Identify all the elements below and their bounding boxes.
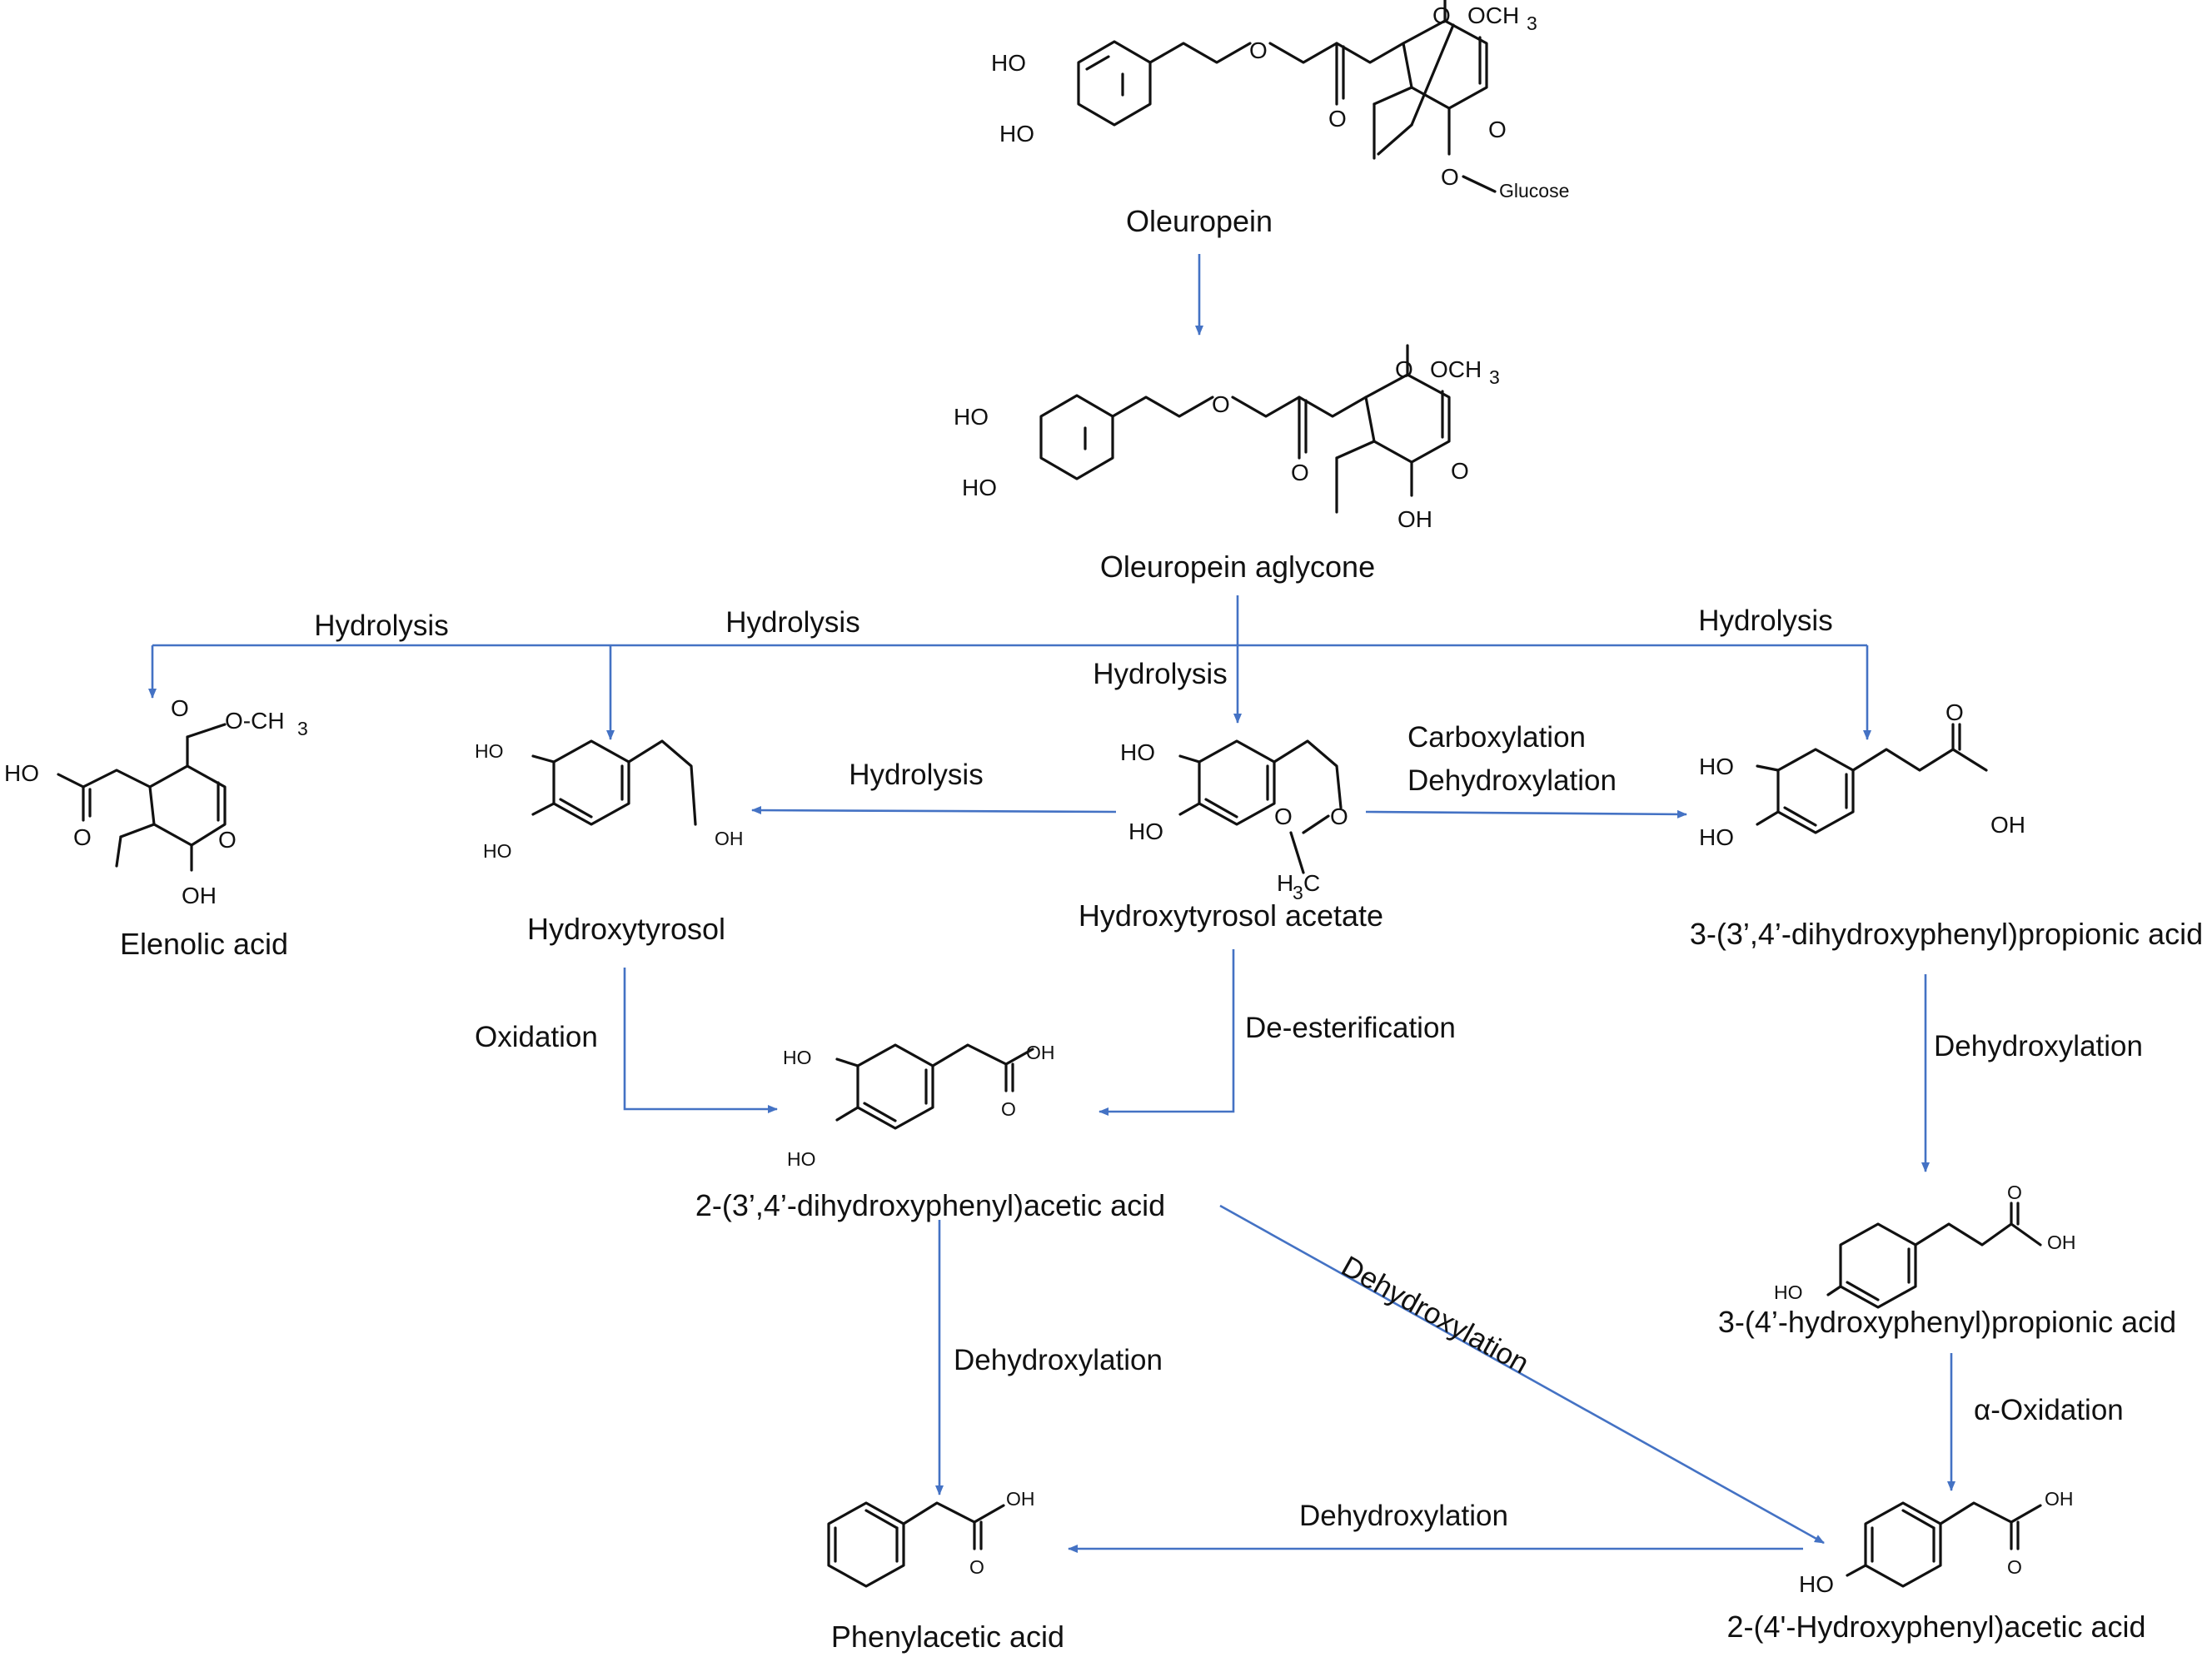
compound-name-dhppa: 3-(3’,4’-dihydroxyphenyl)propionic acid xyxy=(1690,917,2203,951)
dhpaa-carbonyl-o: O xyxy=(1001,1098,1016,1120)
compound-name-oleuropein: Oleuropein xyxy=(1126,204,1273,238)
oleuropein-glucoside-o: O xyxy=(1441,164,1459,190)
elenolic-ho: HO xyxy=(4,760,39,786)
hpaa-oh: OH xyxy=(2045,1488,2074,1510)
oleuropein-glucose: Glucose xyxy=(1499,180,1569,202)
compound-name-hppa: 3-(4’-hydroxyphenyl)propionic acid xyxy=(1718,1305,2176,1339)
dhpaa-ho-top: HO xyxy=(783,1047,812,1068)
aglycone-ho-bottom: HO xyxy=(962,475,997,500)
hppa-carbonyl-o: O xyxy=(2007,1182,2022,1203)
aglycone-och3: OCH xyxy=(1430,356,1482,382)
acetate-carbonyl-o: O xyxy=(1274,804,1293,829)
dhppa-ho-top: HO xyxy=(1699,754,1734,779)
acetate-ho-bottom: HO xyxy=(1128,819,1163,844)
hydroxytyrosol-ho-top: HO xyxy=(475,740,504,762)
reaction-dehydroxylation-down: Dehydroxylation xyxy=(954,1344,1163,1376)
oleuropein-structure: HO HO O O O OCH 3 O O Glucose xyxy=(991,0,1569,202)
elenolic-carbonyl-o: O xyxy=(73,824,92,850)
acetate-h3c-c: C xyxy=(1303,870,1320,896)
oleuropein-och3: OCH xyxy=(1467,2,1519,28)
aglycone-ho-top: HO xyxy=(954,404,989,430)
hpaa-structure: HO O OH xyxy=(1799,1488,2074,1597)
acetate-h3c-sub: 3 xyxy=(1293,882,1303,903)
hpaa-ho: HO xyxy=(1799,1571,1834,1597)
reaction-hydrolysis-hydroxytyrosol: Hydrolysis xyxy=(725,606,859,639)
arrow-hydroxytyrosol-oxidation xyxy=(623,968,778,1113)
oleuropein-ho-top: HO xyxy=(991,50,1026,76)
arrows xyxy=(148,254,1955,1553)
acetate-h3c: H xyxy=(1277,870,1293,896)
reaction-oxidation: Oxidation xyxy=(475,1021,598,1053)
hppa-ho: HO xyxy=(1774,1281,1803,1303)
compound-name-hpaa: 2-(4'-Hydroxyphenyl)acetic acid xyxy=(1726,1610,2145,1644)
reaction-de-esterification: De-esterification xyxy=(1245,1012,1456,1044)
arrow-acetate-to-hydroxytyrosol xyxy=(751,806,1117,815)
oleuropein-ester-o: O xyxy=(1249,37,1268,63)
compound-name-elenolic-acid: Elenolic acid xyxy=(120,927,288,961)
compound-names: Oleuropein Oleuropein aglycone Elenolic … xyxy=(120,204,2203,1654)
dhppa-ho-bottom: HO xyxy=(1699,824,1734,850)
phenylacetic-structure: O OH xyxy=(827,1488,1035,1588)
dhppa-structure: HO HO O OH xyxy=(1699,699,2025,850)
hppa-oh: OH xyxy=(2047,1232,2076,1253)
dhppa-oh: OH xyxy=(1990,812,2025,838)
reaction-hydrolysis-right: Hydrolysis xyxy=(1698,605,1832,637)
elenolic-och3: O-CH xyxy=(225,708,285,734)
aglycone-ester-o: O xyxy=(1212,391,1230,417)
dhpaa-structure: HO HO O OH xyxy=(783,1042,1055,1170)
reaction-hydrolysis-acetate: Hydrolysis xyxy=(849,759,983,791)
compound-name-dhpaa: 2-(3’,4’-dihydroxyphenyl)acetic acid xyxy=(695,1188,1165,1222)
elenolic-oh: OH xyxy=(182,883,217,908)
oleuropein-carbonyl-o: O xyxy=(1328,106,1347,132)
oleuropein-och3-sub: 3 xyxy=(1527,12,1537,34)
dhppa-carbonyl-o: O xyxy=(1945,699,1964,725)
oleuropein-ring-top-o: O xyxy=(1432,2,1451,28)
elenolic-acid-structure: HO O O O-CH 3 O OH xyxy=(4,695,308,908)
hppa-structure: HO O OH xyxy=(1774,1182,2076,1309)
reaction-dehydroxylation-carbox: Dehydroxylation xyxy=(1407,764,1617,797)
reaction-hydrolysis-center: Hydrolysis xyxy=(1093,658,1227,690)
elenolic-ring-o: O xyxy=(218,827,237,853)
arrow-dhpaa-to-hpaa xyxy=(1219,1204,1825,1545)
elenolic-och3-sub: 3 xyxy=(297,718,308,739)
hydroxytyrosol-structure: HO HO OH xyxy=(475,739,744,862)
acetate-ester-o: O xyxy=(1330,804,1348,829)
oleuropein-ho-bottom: HO xyxy=(999,121,1034,147)
elenolic-ester-o: O xyxy=(171,695,189,721)
hydroxytyrosol-ho-bottom: HO xyxy=(483,840,512,862)
aglycone-ring-o: O xyxy=(1451,458,1469,484)
aglycone-oh: OH xyxy=(1397,506,1432,532)
oleuropein-aglycone-structure: HO HO O O O OCH 3 O OH xyxy=(954,344,1500,532)
compound-name-oleuropein-aglycone: Oleuropein aglycone xyxy=(1100,550,1375,584)
hpaa-carbonyl-o: O xyxy=(2007,1556,2022,1578)
reaction-dehydroxylation-right: Dehydroxylation xyxy=(1934,1030,2143,1062)
phenylacetic-carbonyl-o: O xyxy=(969,1556,984,1578)
reaction-dehydroxylation-diagonal: Dehydroxylation xyxy=(1336,1250,1534,1380)
reaction-carboxylation: Carboxylation xyxy=(1407,721,1586,754)
reaction-dehydroxylation-bottom: Dehydroxylation xyxy=(1299,1500,1508,1532)
compound-name-hydroxytyrosol-acetate: Hydroxytyrosol acetate xyxy=(1079,898,1383,933)
compound-name-hydroxytyrosol: Hydroxytyrosol xyxy=(527,912,725,946)
reaction-alpha-oxidation: α-Oxidation xyxy=(1974,1394,2124,1426)
aglycone-carbonyl-o: O xyxy=(1291,460,1309,485)
oleuropein-ring-o: O xyxy=(1488,117,1507,142)
arrow-acetate-de-esterification xyxy=(1099,949,1235,1116)
dhpaa-ho-bottom: HO xyxy=(787,1148,816,1170)
acetate-ho-top: HO xyxy=(1120,739,1155,765)
compound-name-phenylacetic-acid: Phenylacetic acid xyxy=(831,1620,1064,1654)
aglycone-och3-sub: 3 xyxy=(1489,366,1500,388)
phenylacetic-oh: OH xyxy=(1006,1488,1035,1510)
hydroxytyrosol-acetate-structure: HO HO O O H 3 C xyxy=(1120,739,1348,903)
dhpaa-oh: OH xyxy=(1026,1042,1055,1063)
aglycone-ring-top-o: O xyxy=(1395,356,1413,382)
reaction-hydrolysis-elenolic: Hydrolysis xyxy=(314,610,448,642)
arrow-acetate-to-dhppa xyxy=(1365,809,1687,819)
hydroxytyrosol-oh: OH xyxy=(715,828,744,849)
